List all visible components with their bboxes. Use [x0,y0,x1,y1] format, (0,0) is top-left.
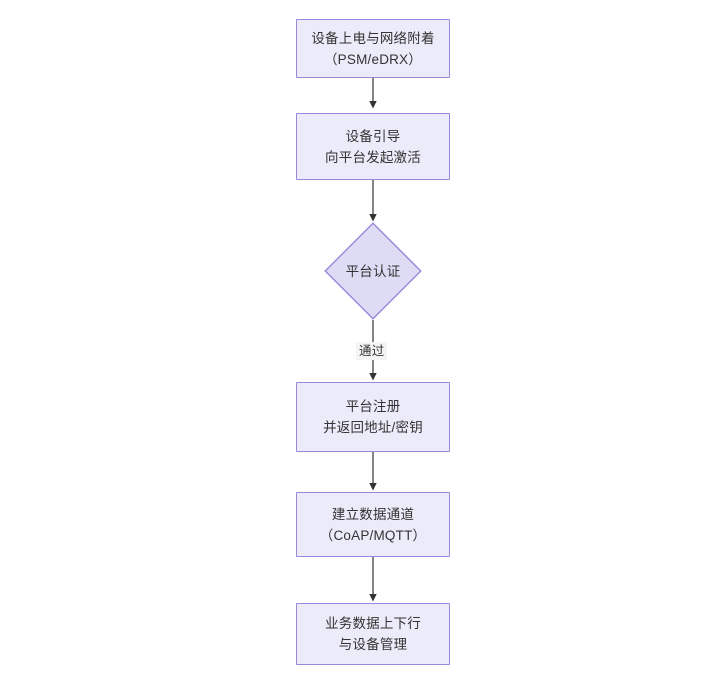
node-line: 并返回地址/密钥 [323,420,423,435]
node-line: 业务数据上下行 [325,616,421,631]
node-line: 建立数据通道 [331,506,415,522]
node-platform-register[interactable]: 平台注册 并返回地址/密钥 [296,382,450,452]
node-data-channel[interactable]: 建立数据通道 （CoAP/MQTT） [296,492,450,557]
node-device-bootstrap[interactable]: 设备引导 向平台发起激活 [296,113,450,180]
node-device-power-on[interactable]: 设备上电与网络附着 （PSM/eDRX） [296,19,450,78]
node-line: （CoAP/MQTT） [319,527,427,543]
node-line: 向平台发起激活 [325,149,421,165]
node-line: 与设备管理 [338,637,408,652]
node-line: 平台注册 [345,399,401,414]
node-line: （PSM/eDRX） [323,51,423,67]
node-line: 设备上电与网络附着 [311,30,435,46]
edge-label-pass: 通过 [356,342,388,360]
diamond-shape [324,222,422,320]
node-business-data[interactable]: 业务数据上下行 与设备管理 [296,603,450,665]
node-line: 设备引导 [345,128,401,144]
node-platform-auth[interactable]: 平台认证 [324,222,422,320]
